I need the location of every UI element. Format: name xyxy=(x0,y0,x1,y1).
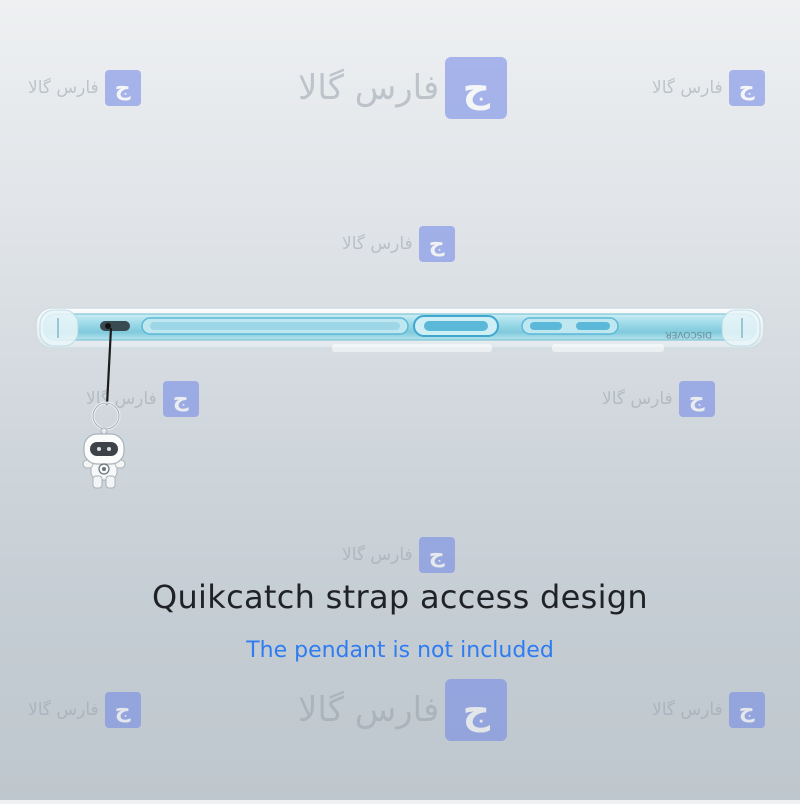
watermark-bottom-center: فارس گالا ج xyxy=(298,679,508,741)
watermark-text: فارس گالا xyxy=(342,545,413,565)
watermark-mid-right: فارس گالا ج xyxy=(602,381,715,417)
watermark-lower-center: فارس گالا ج xyxy=(342,537,455,573)
watermark-logo-icon: ج xyxy=(728,70,765,106)
watermark-logo-icon: ج xyxy=(162,381,199,417)
watermark-text: فارس گالا xyxy=(298,690,440,730)
watermark-text: فارس گالا xyxy=(602,389,673,409)
watermark-text: فارس گالا xyxy=(342,234,413,254)
watermark-logo-icon: ج xyxy=(445,57,508,119)
watermark-upper-center: فارس گالا ج xyxy=(342,226,455,262)
watermark-logo-icon: ج xyxy=(728,692,765,728)
watermark-text: فارس گالا xyxy=(28,700,99,720)
watermark-logo-icon: ج xyxy=(678,381,715,417)
watermark-logo-icon: ج xyxy=(418,226,455,262)
watermark-top-left: فارس گالا ج xyxy=(28,70,141,106)
watermark-logo-icon: ج xyxy=(104,70,141,106)
watermark-logo-icon: ج xyxy=(445,679,508,741)
headline: Quikcatch strap access design xyxy=(151,578,648,616)
watermark-bottom-right: فارس گالا ج xyxy=(652,692,765,728)
watermark-mid-left: فارس گالا ج xyxy=(86,381,199,417)
watermark-text: فارس گالا xyxy=(652,700,723,720)
watermark-logo-icon: ج xyxy=(418,537,455,573)
subline: The pendant is not included xyxy=(246,638,554,663)
strap-cord xyxy=(105,327,113,406)
watermark-logo-icon: ج xyxy=(104,692,141,728)
watermark-top-center: فارس گالا ج xyxy=(298,57,508,119)
astronaut-pendant-icon xyxy=(82,427,126,489)
watermark-top-right: فارس گالا ج xyxy=(652,70,765,106)
strap-hole xyxy=(100,321,130,331)
case-brand-label: DISCOVER xyxy=(665,329,712,339)
watermark-text: فارس گالا xyxy=(652,78,723,98)
watermark-bottom-left: فارس گالا ج xyxy=(28,692,141,728)
watermark-text: فارس گالا xyxy=(298,68,440,108)
watermark-text: فارس گالا xyxy=(28,78,99,98)
